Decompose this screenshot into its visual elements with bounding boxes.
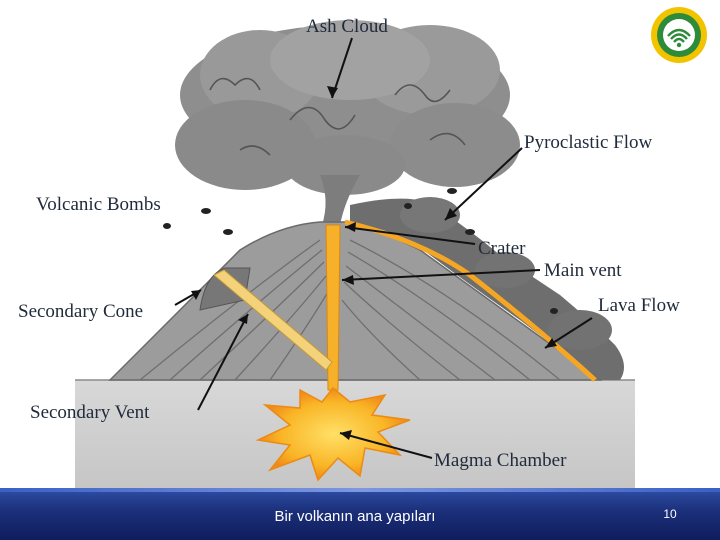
secondary-vent-channel	[213, 269, 333, 371]
label-lava-flow: Lava Flow	[598, 295, 680, 316]
volcanic-bomb-particles	[163, 188, 558, 314]
label-ash-cloud: Ash Cloud	[306, 16, 388, 37]
ash-cloud-shape	[175, 20, 520, 225]
label-crater: Crater	[478, 238, 526, 259]
label-pyroclastic-flow: Pyroclastic Flow	[524, 132, 653, 153]
lava-flow-stream	[344, 219, 597, 382]
label-secondary-vent: Secondary Vent	[30, 402, 150, 423]
slide-caption: Bir volkanın ana yapıları	[274, 508, 436, 525]
main-vent-channel	[325, 224, 341, 391]
institution-seal-icon	[651, 7, 707, 63]
page-number: 10	[663, 507, 677, 521]
footer-bar	[0, 488, 720, 540]
label-main-vent: Main vent	[544, 260, 622, 281]
volcano-diagram: Ash Cloud Pyroclastic Flow Volcanic Bomb…	[18, 16, 680, 488]
label-volcanic-bombs: Volcanic Bombs	[36, 194, 161, 215]
label-secondary-cone: Secondary Cone	[18, 301, 143, 322]
magma-chamber-shape	[255, 386, 411, 482]
arrow-heads	[191, 86, 557, 440]
label-magma-chamber: Magma Chamber	[434, 450, 567, 471]
